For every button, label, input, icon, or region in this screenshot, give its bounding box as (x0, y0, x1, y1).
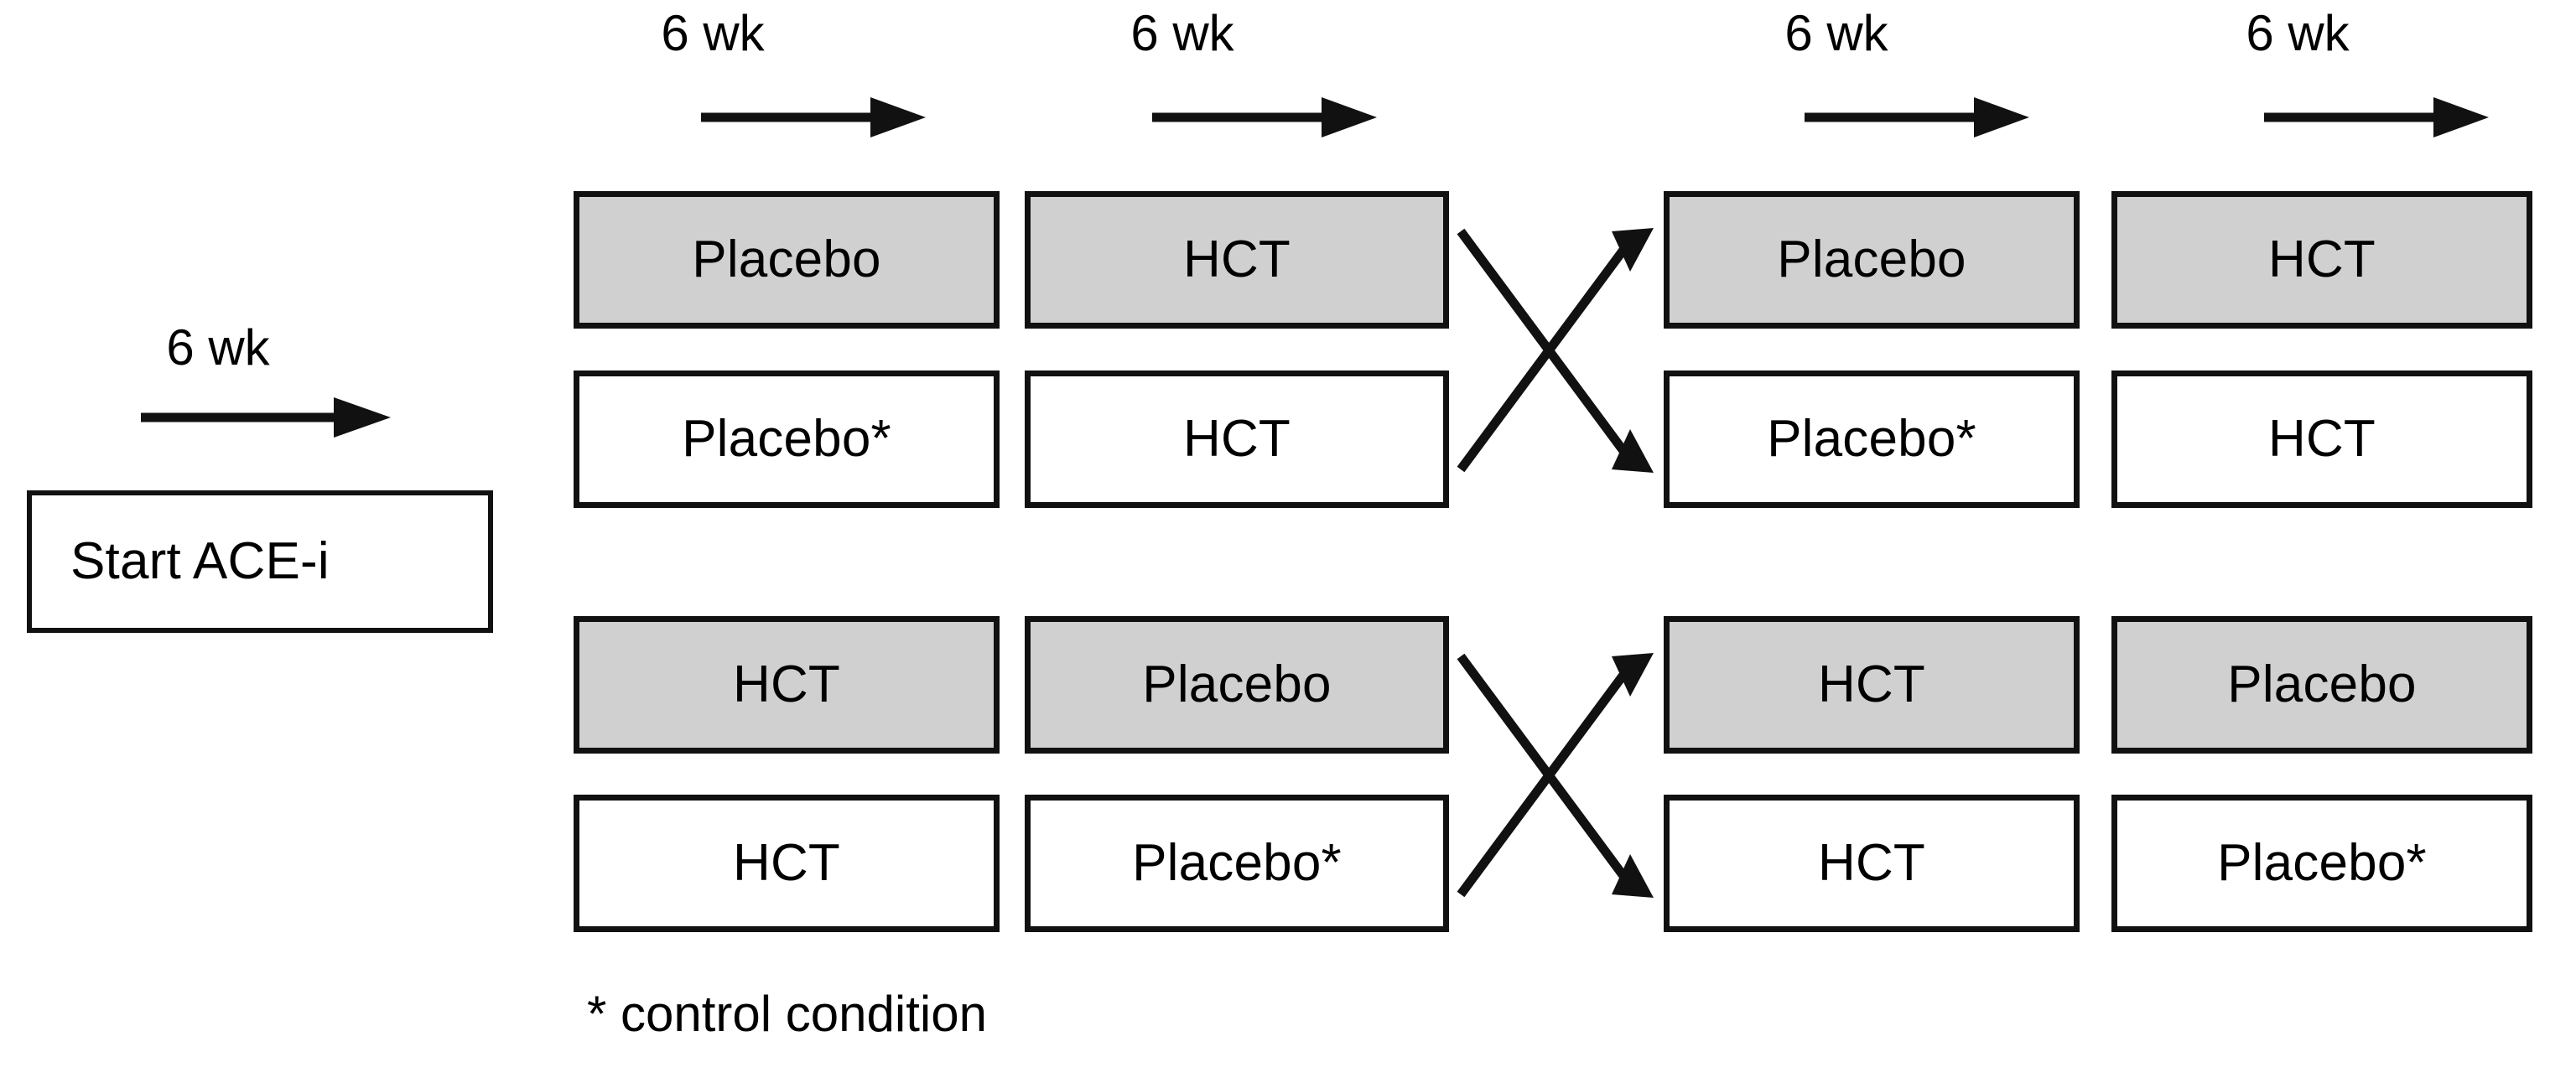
arrow-right-icon-period-3 (1805, 94, 2031, 141)
cell-seq-b-unshaded-period-2: Placebo* (1025, 795, 1449, 932)
cell-seq-a-unshaded-period-4: HCT (2111, 370, 2532, 508)
cell-seq-a-unshaded-period-3: Placebo* (1664, 370, 2080, 508)
box-start-ace-i: Start ACE-i (27, 490, 493, 633)
arrow-right-icon-period-2 (1152, 94, 1379, 141)
duration-label-period-2: 6 wk (1130, 5, 1234, 61)
cell-seq-a-shaded-period-1: Placebo (574, 191, 1000, 329)
cell-seq-b-shaded-period-1: HCT (574, 616, 1000, 754)
cell-seq-a-unshaded-period-2: HCT (1025, 370, 1449, 508)
cell-seq-b-unshaded-period-1: HCT (574, 795, 1000, 932)
duration-label-period-1: 6 wk (661, 5, 765, 61)
cell-seq-b-shaded-period-2: Placebo (1025, 616, 1449, 754)
cell-seq-a-shaded-period-2: HCT (1025, 191, 1449, 329)
crossover-arrows-icon-sequence-b (1456, 650, 1659, 901)
cell-seq-b-shaded-period-4: Placebo (2111, 616, 2532, 754)
cell-seq-b-unshaded-period-3: HCT (1664, 795, 2080, 932)
duration-label-run-in: 6 wk (166, 319, 270, 376)
arrow-right-icon-period-4 (2264, 94, 2490, 141)
duration-label-period-3: 6 wk (1784, 5, 1888, 61)
arrow-right-icon-run-in (141, 394, 392, 441)
cell-seq-a-shaded-period-3: Placebo (1664, 191, 2080, 329)
cell-seq-a-shaded-period-4: HCT (2111, 191, 2532, 329)
duration-label-period-4: 6 wk (2246, 5, 2350, 61)
arrow-right-icon-period-1 (701, 94, 927, 141)
crossover-arrows-icon-sequence-a (1456, 225, 1659, 476)
cell-seq-b-unshaded-period-4: Placebo* (2111, 795, 2532, 932)
cell-seq-b-shaded-period-3: HCT (1664, 616, 2080, 754)
cell-seq-a-unshaded-period-1: Placebo* (574, 370, 1000, 508)
footnote-control-condition: * control condition (587, 986, 987, 1042)
